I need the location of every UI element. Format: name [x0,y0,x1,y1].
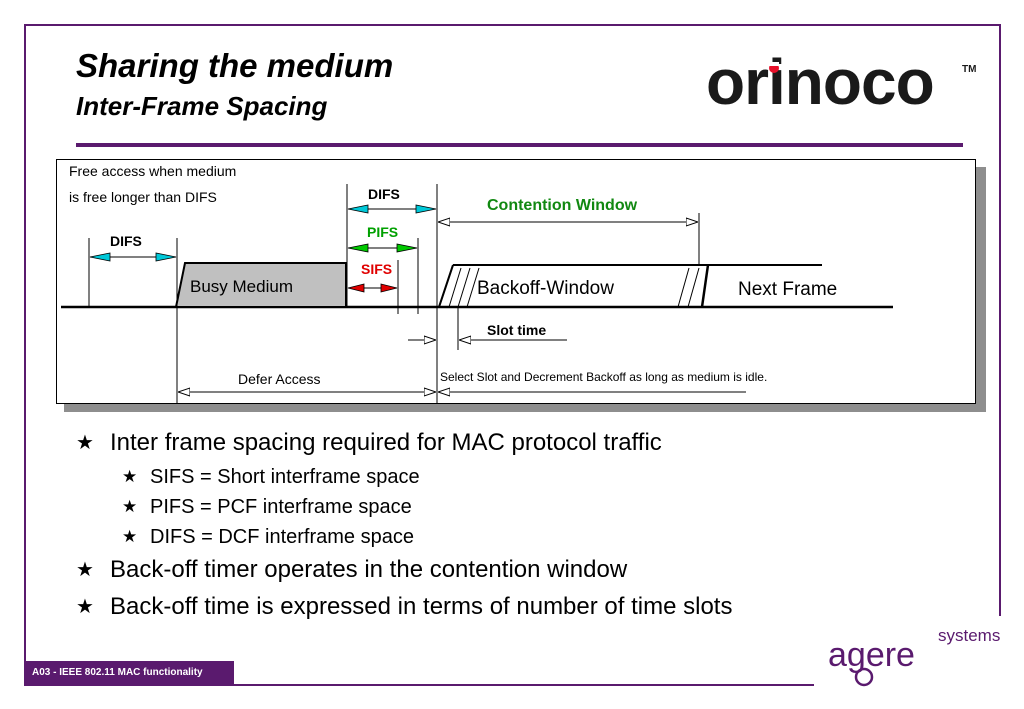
busy-medium-frame [174,262,347,308]
agere-systems-logo: agere systems [828,626,1000,687]
orinoco-logo-text: orinoco [706,48,934,118]
footer-tag: A03 - IEEE 802.11 MAC functionality [24,661,234,685]
frame-bottom-border [24,684,814,686]
frame-left-border [24,24,26,686]
star-bullet-icon: ★ [76,432,94,454]
slot-time-label: Slot time [487,322,546,338]
star-bullet-icon: ★ [76,596,94,618]
agere-brand-text: agere [828,636,915,674]
star-bullet-icon: ★ [122,467,138,486]
title-divider [76,143,963,147]
bullet-text: DIFS = DCF interframe space [150,526,414,548]
bullet-item: ★ Inter frame spacing required for MAC pr… [76,425,976,462]
frame-right-border [999,24,1001,616]
next-frame-start [700,264,710,308]
bullet-text: Back-off time is expressed in terms of n… [110,593,733,620]
bullet-text: SIFS = Short interframe space [150,466,420,488]
slide-title: Sharing the medium [76,47,394,84]
bullet-text: Back-off timer operates in the contentio… [110,556,628,583]
difs-top-label: DIFS [368,186,400,202]
bullet-item: ★ Back-off time is expressed in terms of … [76,589,976,626]
orinoco-tm: TM [962,64,976,75]
slide-subtitle: Inter-Frame Spacing [76,91,328,121]
defer-access-label: Defer Access [238,371,320,387]
sifs-label: SIFS [361,261,392,277]
backoff-window-label: Backoff-Window [477,278,614,299]
agere-brand-sub: systems [938,626,1000,645]
select-slot-label: Select Slot and Decrement Backoff as lon… [440,370,767,384]
free-access-line1: Free access when medium [69,163,236,179]
bullet-item: ★ SIFS = Short interframe space [76,462,976,492]
difs-left-label: DIFS [110,233,142,249]
star-bullet-icon: ★ [76,559,94,581]
bullet-text: PIFS = PCF interframe space [150,496,412,518]
orinoco-logo: orinoco TM [706,48,976,118]
busy-medium-label: Busy Medium [190,277,293,296]
star-bullet-icon: ★ [122,527,138,546]
free-access-line2: is free longer than DIFS [69,189,217,205]
bullet-item: ★ DIFS = DCF interframe space [76,522,976,552]
contention-window-label: Contention Window [487,197,638,214]
frame-top-border [24,24,1001,26]
bullet-item: ★ PIFS = PCF interframe space [76,492,976,522]
star-bullet-icon: ★ [122,497,138,516]
pifs-label: PIFS [367,224,398,240]
bullet-list: ★ Inter frame spacing required for MAC pr… [76,425,976,626]
bullet-item: ★ Back-off timer operates in the contenti… [76,552,976,589]
next-frame-label: Next Frame [738,279,837,300]
bullet-text: Inter frame spacing required for MAC pro… [110,429,662,456]
